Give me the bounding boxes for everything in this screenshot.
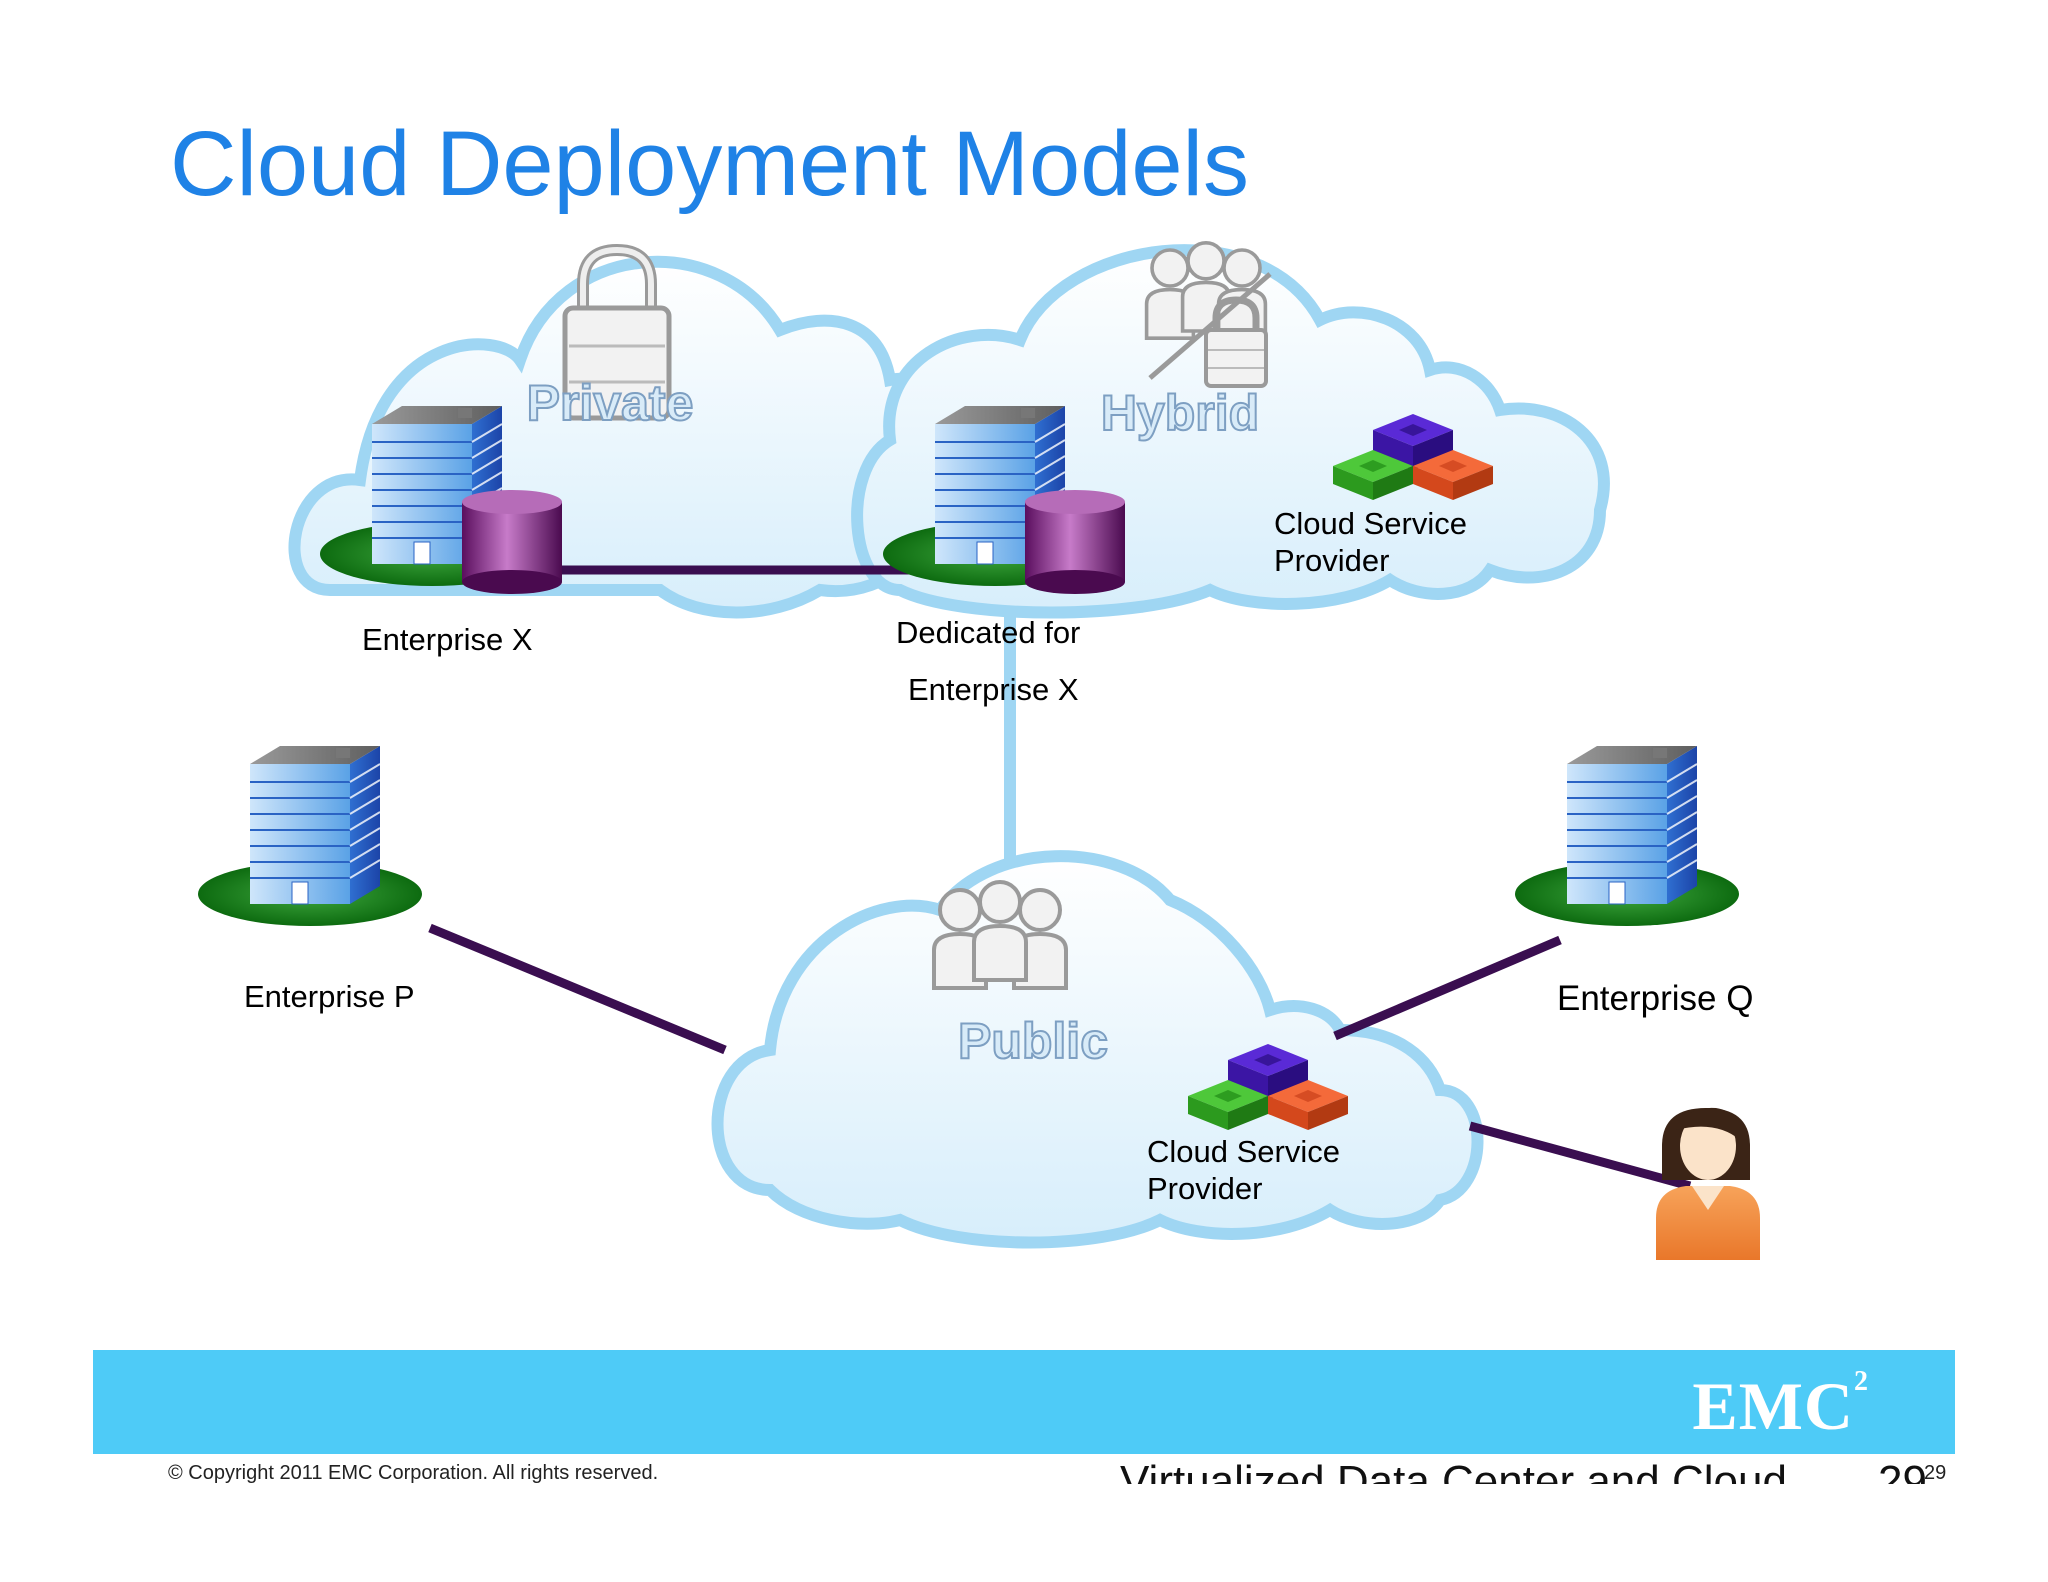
enterprise-p-link <box>428 923 727 1055</box>
emc-logo: EMC2 <box>1692 1368 1869 1441</box>
consumer-person-icon <box>1656 1107 1760 1260</box>
page-number-large: 29 <box>1878 1457 1927 1485</box>
people-group-icon <box>932 880 1068 990</box>
enterprise-q-link <box>1333 935 1562 1041</box>
hybrid-provider-label-line1: Cloud Service <box>1274 506 1467 541</box>
public-cloud-label: Public <box>958 1013 1108 1069</box>
enterprise-p-label: Enterprise P <box>244 979 415 1014</box>
enterprise-x-label: Enterprise X <box>362 622 533 657</box>
padlock-icon <box>562 243 672 421</box>
slide-title: Cloud Deployment Models <box>170 113 1249 215</box>
page-number-small: 29 <box>1924 1462 1947 1484</box>
footer-bar: EMC2 <box>93 1350 1955 1454</box>
private-cloud-label: Private <box>527 375 694 431</box>
enterprise-q-label: Enterprise Q <box>1557 979 1754 1018</box>
public-provider-label-line2: Provider <box>1147 1171 1263 1206</box>
page-number-clip: 29 <box>1878 1456 1938 1485</box>
dedicated-storage-icon <box>1025 490 1125 594</box>
hybrid-provider-label-line2: Provider <box>1274 543 1390 578</box>
course-title-clip: Virtualized Data Center and Cloud <box>1120 1456 1880 1485</box>
enterprise-x-storage-icon <box>462 490 562 594</box>
course-title: Virtualized Data Center and Cloud <box>1120 1457 1787 1485</box>
hybrid-cloud-label: Hybrid <box>1101 385 1259 441</box>
dedicated-label-line2: Enterprise X <box>908 672 1079 707</box>
people-padlock-icon <box>1144 241 1272 388</box>
consumer-link <box>1468 1121 1692 1191</box>
dedicated-label-line1: Dedicated for <box>896 615 1081 650</box>
emc-logo-sup: 2 <box>1854 1366 1869 1397</box>
emc-logo-text: EMC <box>1692 1368 1854 1444</box>
enterprise-p-building-icon <box>197 745 423 927</box>
public-provider-label-line1: Cloud Service <box>1147 1134 1340 1169</box>
copyright-text: © Copyright 2011 EMC Corporation. All ri… <box>168 1462 659 1484</box>
enterprise-q-building-icon <box>1514 745 1740 927</box>
public-cloud <box>711 850 1484 1249</box>
